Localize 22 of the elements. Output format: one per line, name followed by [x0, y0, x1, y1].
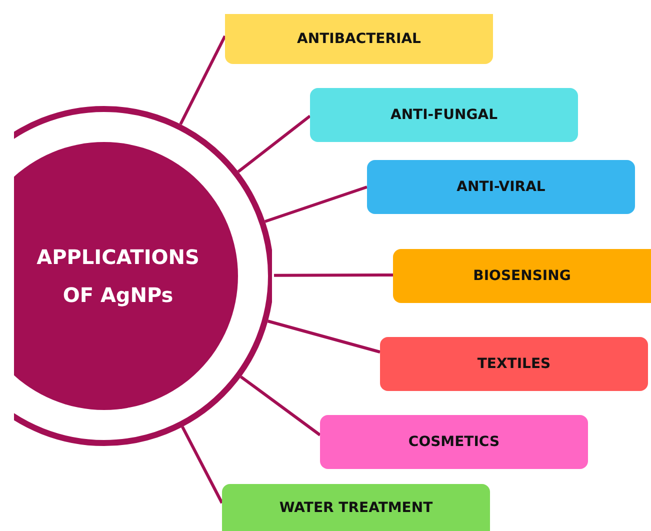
- category-box: [225, 14, 493, 64]
- category-box: [310, 88, 578, 142]
- connector-line: [237, 114, 311, 173]
- category-box: [320, 415, 588, 469]
- connector-line: [264, 186, 368, 223]
- connector-line: [181, 426, 224, 504]
- category-box: [380, 337, 648, 391]
- connector-line: [274, 274, 393, 277]
- category-label: ANTIBACTERIAL: [297, 31, 421, 47]
- hub-title: APPLICATIONS OF AgNPs: [36, 244, 200, 309]
- category-label: TEXTILES: [477, 356, 551, 372]
- category-box: [393, 249, 651, 303]
- connector-line: [179, 35, 226, 125]
- category-label: ANTI-VIRAL: [456, 179, 546, 195]
- category-label: ANTI-FUNGAL: [390, 107, 498, 123]
- category-box: [222, 484, 490, 531]
- connector-line: [240, 376, 321, 436]
- category-label: WATER TREATMENT: [279, 500, 433, 516]
- category-label: BIOSENSING: [473, 268, 571, 284]
- category-box: [367, 160, 635, 214]
- category-label: COSMETICS: [408, 434, 500, 450]
- connector-line: [268, 320, 380, 354]
